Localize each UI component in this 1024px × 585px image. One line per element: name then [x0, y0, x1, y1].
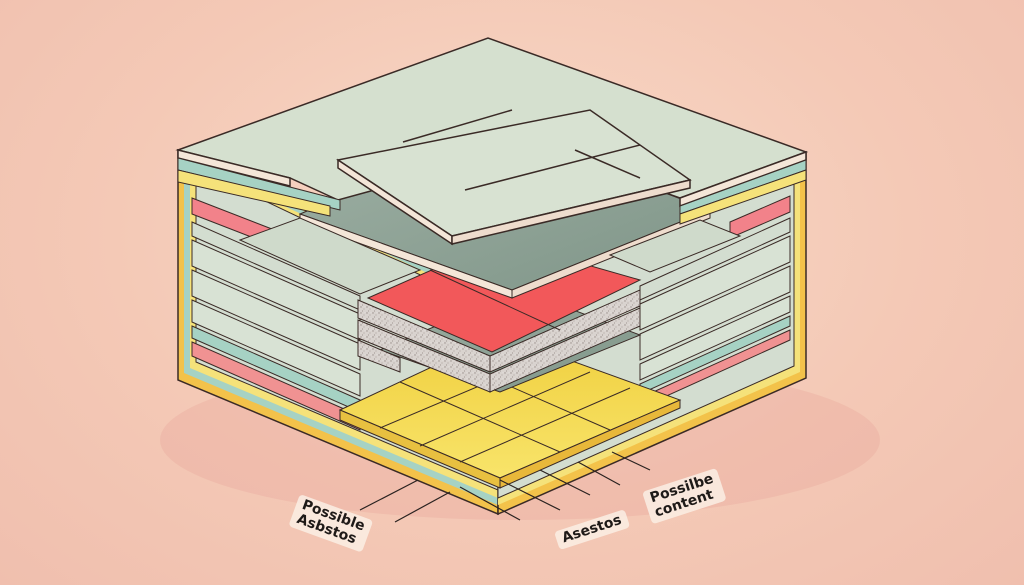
- center-panel: [336, 109, 692, 246]
- speckled-core: [357, 289, 641, 393]
- edge-strips: [177, 157, 807, 225]
- leader-lines: [359, 451, 651, 523]
- right-strips: [639, 195, 791, 409]
- yellow-tile-base: [338, 334, 682, 489]
- side-boards: [238, 217, 742, 295]
